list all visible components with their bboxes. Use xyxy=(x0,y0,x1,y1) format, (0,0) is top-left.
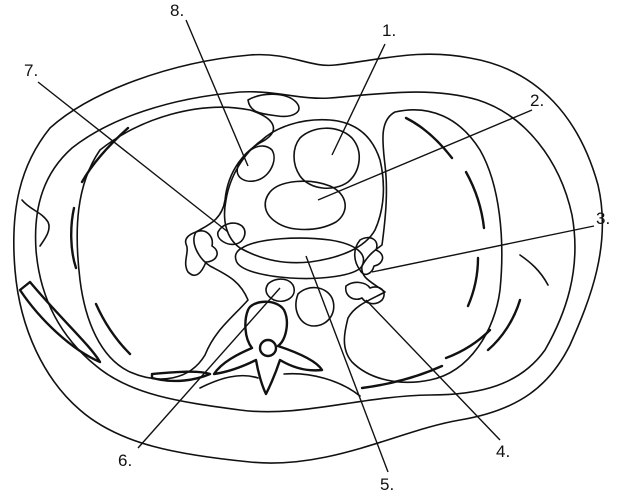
label-4: 4. xyxy=(496,442,510,461)
descending-aorta xyxy=(296,288,334,326)
ascending-aorta xyxy=(265,181,345,229)
superior-vena-cava xyxy=(237,146,274,181)
leader-line-1 xyxy=(332,44,385,155)
label-5: 5. xyxy=(380,475,394,494)
sternum xyxy=(248,94,299,116)
label-1: 1. xyxy=(382,21,396,40)
leader-line-8 xyxy=(186,20,248,166)
left-axilla-contour xyxy=(520,255,548,285)
vertebral-body xyxy=(214,302,322,394)
spinal-canal xyxy=(260,340,276,356)
esophagus xyxy=(266,279,294,301)
leader-line-3 xyxy=(372,226,594,272)
left-pulmonary-vessel xyxy=(346,282,384,303)
paravertebral-muscle-right xyxy=(200,376,258,388)
left-main-bronchus-region xyxy=(235,238,363,278)
label-6: 6. xyxy=(118,451,132,470)
paravertebral-muscle-left xyxy=(284,374,360,396)
left-rib-4 xyxy=(488,300,520,350)
leader-line-2 xyxy=(318,110,532,200)
label-2: 2. xyxy=(530,91,544,110)
body-outline xyxy=(14,54,603,463)
right-rib-2 xyxy=(71,208,76,268)
right-rib-3 xyxy=(20,282,100,362)
left-rib-2 xyxy=(466,172,484,228)
label-3: 3. xyxy=(596,209,610,228)
leader-line-4 xyxy=(366,300,500,440)
label-8: 8. xyxy=(170,1,184,20)
left-rib-5 xyxy=(446,330,490,358)
left-rib-1 xyxy=(406,118,452,158)
leader-line-7 xyxy=(38,82,228,232)
left-rib-3 xyxy=(468,258,478,306)
right-hilum xyxy=(186,231,218,275)
pulmonary-trunk xyxy=(294,128,359,188)
label-7: 7. xyxy=(24,61,38,80)
